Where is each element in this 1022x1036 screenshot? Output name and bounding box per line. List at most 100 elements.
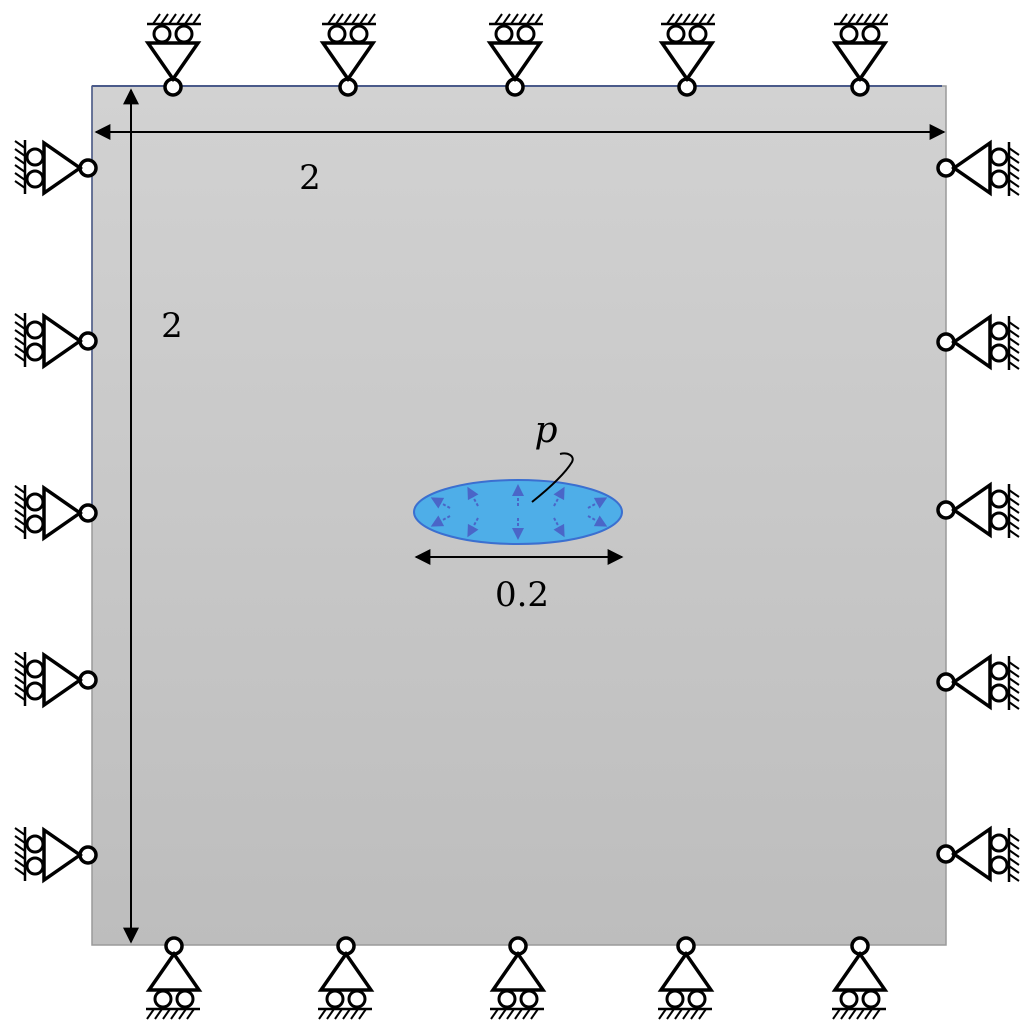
roller-wheel — [989, 321, 1009, 341]
width-dimension-label: 2 — [299, 158, 321, 198]
pressure-arrow — [430, 515, 451, 527]
ground-hatching — [490, 1008, 539, 1020]
support-triangle — [950, 313, 992, 371]
support-triangle — [42, 312, 84, 370]
roller-support — [319, 13, 377, 97]
roller-support — [317, 936, 375, 1020]
roller-support — [144, 13, 202, 97]
roller-wheel — [989, 489, 1009, 509]
roller-support — [936, 139, 1020, 197]
roller-support — [657, 936, 715, 1020]
left-supports — [14, 139, 98, 884]
crack-ellipse — [413, 479, 623, 545]
roller-wheel — [25, 147, 45, 167]
pressure-arrow — [587, 497, 608, 509]
roller-wheel — [25, 834, 45, 854]
roller-wheel — [497, 989, 517, 1009]
pressure-arrow — [587, 515, 608, 527]
roller-wheel — [519, 989, 539, 1009]
support-triangle — [486, 41, 544, 83]
roller-wheel — [989, 169, 1009, 189]
support-triangle — [950, 139, 992, 197]
crack-length-label: 0.2 — [495, 575, 549, 615]
ground-hatching — [832, 1008, 881, 1020]
roller-wheel — [666, 24, 686, 44]
ground-hatching — [494, 13, 543, 25]
roller-wheel — [839, 989, 859, 1009]
ground-hatching — [14, 313, 26, 362]
pressure-label: p — [534, 410, 557, 451]
ground-hatching — [14, 827, 26, 876]
roller-wheel — [989, 661, 1009, 681]
support-triangle — [145, 950, 203, 992]
roller-support — [145, 936, 203, 1020]
roller-wheel — [665, 989, 685, 1009]
roller-support — [936, 481, 1020, 539]
support-triangle — [658, 41, 716, 83]
ground-hatching — [327, 13, 376, 25]
roller-wheel — [494, 24, 514, 44]
roller-wheel — [25, 514, 45, 534]
roller-wheel — [989, 683, 1009, 703]
roller-wheel — [174, 24, 194, 44]
roller-wheel — [25, 169, 45, 189]
support-triangle — [42, 826, 84, 884]
ground-hatching — [658, 1008, 707, 1020]
ground-hatching — [1008, 489, 1020, 538]
roller-wheel — [688, 24, 708, 44]
roller-wheel — [861, 989, 881, 1009]
pressure-arrow — [467, 486, 479, 507]
roller-wheel — [347, 989, 367, 1009]
ground-hatching — [1008, 321, 1020, 370]
roller-wheel — [989, 833, 1009, 853]
ground-hatching — [14, 652, 26, 701]
roller-support — [831, 936, 889, 1020]
roller-support — [14, 312, 98, 370]
ground-hatching — [1008, 661, 1020, 710]
roller-wheel — [153, 989, 173, 1009]
roller-wheel — [989, 855, 1009, 875]
ground-hatching — [14, 485, 26, 534]
support-triangle — [831, 41, 889, 83]
roller-support — [658, 13, 716, 97]
roller-support — [14, 651, 98, 709]
bottom-supports — [145, 936, 889, 1020]
roller-wheel — [687, 989, 707, 1009]
roller-wheel — [327, 24, 347, 44]
support-triangle — [42, 139, 84, 197]
right-supports — [936, 139, 1020, 883]
support-triangle — [144, 41, 202, 83]
roller-wheel — [989, 511, 1009, 531]
roller-wheel — [989, 343, 1009, 363]
ground-hatching — [14, 140, 26, 189]
roller-support — [14, 139, 98, 197]
ground-hatching — [1008, 833, 1020, 882]
support-triangle — [950, 653, 992, 711]
support-triangle — [319, 41, 377, 83]
support-triangle — [831, 950, 889, 992]
pressure-leader-line — [531, 452, 574, 503]
roller-support — [14, 484, 98, 542]
roller-wheel — [325, 989, 345, 1009]
ground-hatching — [839, 13, 888, 25]
ground-hatching — [1008, 147, 1020, 196]
roller-wheel — [25, 659, 45, 679]
pressure-arrows — [430, 484, 608, 540]
roller-wheel — [839, 24, 859, 44]
roller-support — [936, 313, 1020, 371]
pressure-arrow — [512, 518, 524, 540]
roller-wheel — [25, 681, 45, 701]
roller-wheel — [175, 989, 195, 1009]
support-triangle — [950, 825, 992, 883]
ground-hatching — [152, 13, 201, 25]
pressure-arrow — [553, 517, 565, 538]
support-triangle — [42, 484, 84, 542]
roller-wheel — [25, 856, 45, 876]
roller-wheel — [989, 147, 1009, 167]
support-triangle — [950, 481, 992, 539]
roller-wheel — [152, 24, 172, 44]
roller-wheel — [861, 24, 881, 44]
roller-support — [936, 825, 1020, 883]
